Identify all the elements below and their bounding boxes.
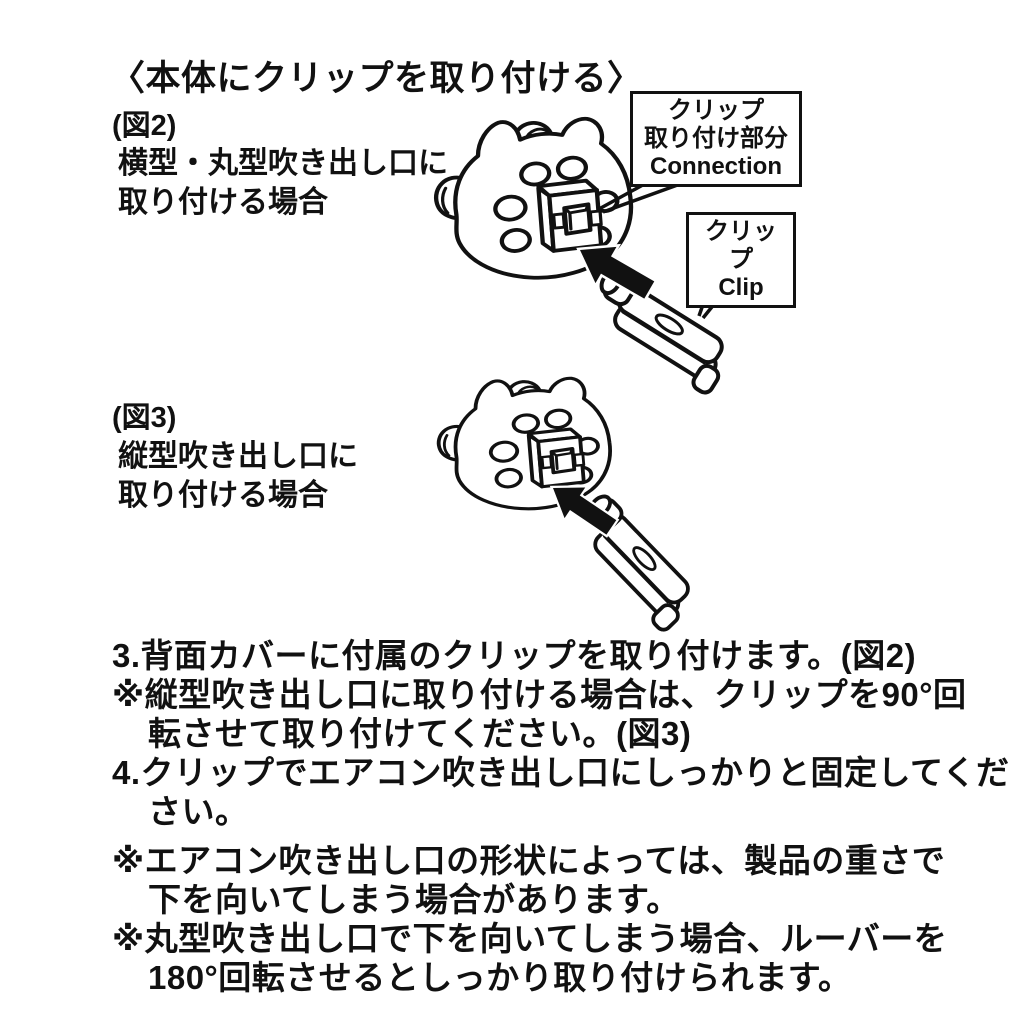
- clip-callout-box: クリップ Clip: [686, 212, 796, 308]
- figure2-caption: 横型・丸型吹き出し口に 取り付ける場合: [118, 144, 448, 222]
- clip-callout-line1: クリップ: [705, 218, 777, 273]
- instruction-note1-l2: 転させて取り付けてください。(図3): [148, 715, 692, 752]
- figure2-label: (図2): [112, 110, 177, 142]
- figure2-caption-line2: 取り付ける場合: [118, 186, 328, 219]
- instruction-note3-l2: 180°回転させるとしっかり取り付けられます。: [148, 959, 852, 996]
- connection-callout-line3: Connection: [650, 153, 782, 180]
- figure3-caption: 縦型吹き出し口に 取り付ける場合: [118, 437, 358, 515]
- instruction-text-block: 3.背面カバーに付属のクリップを取り付けます。(図2) ※縦型吹き出し口に取り付…: [112, 636, 1010, 997]
- connection-callout-box: クリップ 取り付け部分 Connection: [630, 91, 802, 187]
- figure3-caption-line1: 縦型吹き出し口に: [118, 440, 358, 473]
- page-title: 〈本体にクリップを取り付ける〉: [110, 59, 643, 98]
- instruction-step4-l2: さい。: [148, 793, 249, 830]
- instruction-step4-l1: 4.クリップでエアコン吹き出し口にしっかりと固定してくだ: [112, 754, 1010, 791]
- connection-callout-line1: クリップ: [668, 97, 764, 124]
- instruction-note3-l1: ※丸型吹き出し口で下を向いてしまう場合、ルーバーを: [112, 920, 948, 957]
- figure2-caption-line1: 横型・丸型吹き出し口に: [118, 147, 448, 180]
- instruction-note2-l1: ※エアコン吹き出し口の形状によっては、製品の重さで: [112, 842, 946, 879]
- instruction-step3: 3.背面カバーに付属のクリップを取り付けます。(図2): [112, 637, 917, 674]
- clip-callout-line2: Clip: [718, 274, 764, 301]
- figure3-caption-line2: 取り付ける場合: [118, 479, 328, 512]
- connection-callout-line2: 取り付け部分: [644, 125, 788, 152]
- instruction-note2-l2: 下を向いてしまう場合があります。: [148, 881, 680, 918]
- figure3-label: (図3): [112, 402, 177, 434]
- instruction-note1-l1: ※縦型吹き出し口に取り付ける場合は、クリップを90°回: [112, 676, 967, 713]
